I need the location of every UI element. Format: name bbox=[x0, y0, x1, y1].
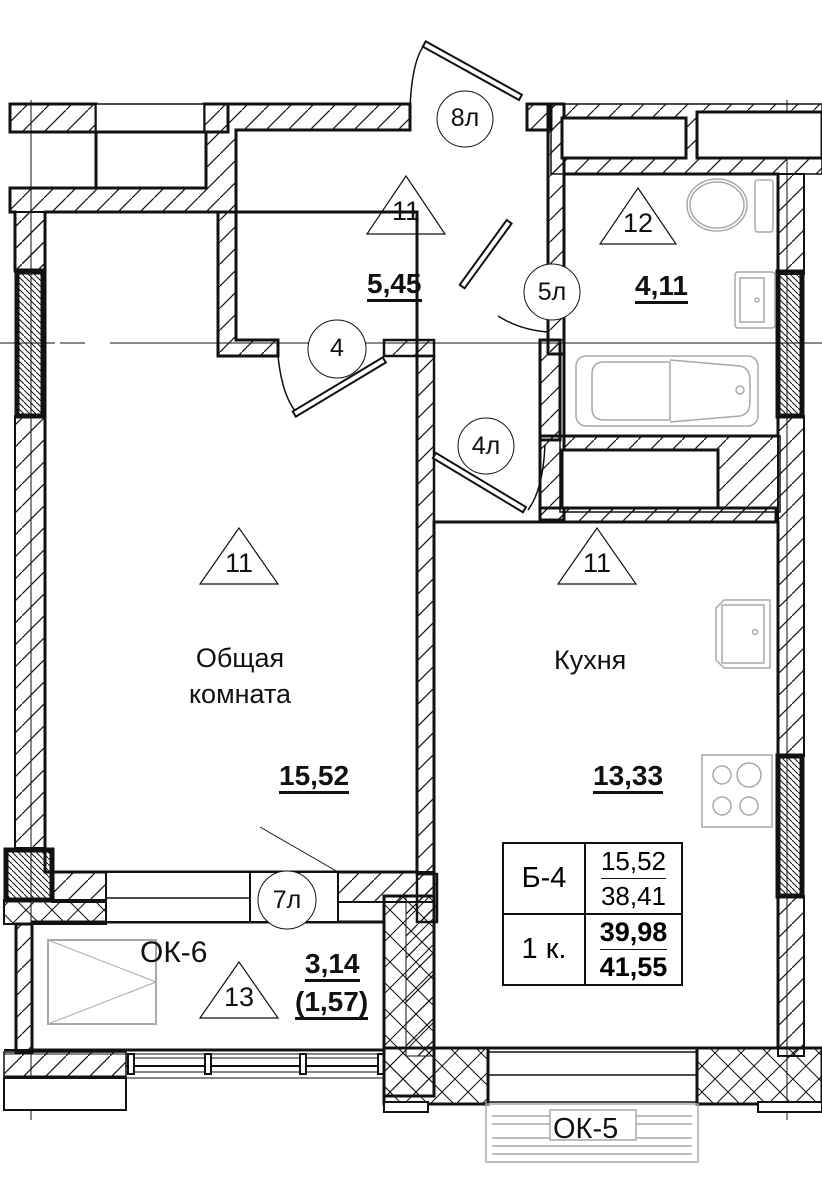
kitchen-balcony-rail bbox=[485, 1103, 699, 1163]
toilet-icon bbox=[686, 178, 774, 233]
bathtub-icon bbox=[575, 355, 759, 427]
area-without-balcony-value: 38,41 bbox=[600, 880, 667, 911]
door-kitchen-swing bbox=[431, 444, 546, 514]
window-tag-ok5: ОК-5 bbox=[553, 1113, 619, 1145]
walls-top-left bbox=[8, 102, 412, 358]
left-exterior-wall bbox=[3, 211, 107, 1054]
window-tag-ok6: ОК-6 bbox=[140, 936, 208, 969]
door-tag-entrance: 8л bbox=[450, 104, 480, 132]
bathroom-finish-code: 12 bbox=[622, 208, 654, 238]
bathroom-outline bbox=[562, 172, 780, 438]
bathroom-area: 4,11 bbox=[635, 272, 688, 304]
living-room-finish-code: 11 bbox=[224, 548, 254, 578]
kitchen-bottom-wall bbox=[382, 1046, 822, 1113]
living-room-name-line2: комната bbox=[188, 679, 292, 709]
living-room-name-line1: Общая bbox=[195, 643, 285, 673]
stove-icon bbox=[701, 754, 773, 828]
loggia-glazing bbox=[3, 1049, 385, 1111]
door-living-swing bbox=[277, 355, 388, 418]
kitchen-area: 13,33 bbox=[593, 762, 664, 794]
finish-triangles bbox=[198, 174, 678, 1019]
loggia-area: 3,14 bbox=[305, 950, 360, 982]
area-stack-top: 15,52 38,41 bbox=[585, 843, 682, 914]
loggia-area-reduced: (1,57) bbox=[295, 988, 369, 1020]
window-symbol-ok6 bbox=[47, 939, 157, 1025]
right-exterior-wall bbox=[775, 173, 805, 1057]
total-area-reduced-value: 39,98 bbox=[599, 915, 668, 950]
living-room-area: 15,52 bbox=[279, 762, 350, 794]
kitchen-sink-icon bbox=[715, 599, 771, 669]
door-tag-kitchen: 4л bbox=[471, 432, 501, 460]
door-tag-circles bbox=[257, 90, 581, 930]
kitchen-outline bbox=[432, 520, 780, 1050]
kitchen-finish-code: 11 bbox=[582, 548, 612, 578]
kitchen-name: Кухня bbox=[554, 645, 627, 675]
door-tag-living: 4 bbox=[330, 334, 344, 362]
door-bathroom-swing bbox=[458, 218, 549, 333]
central-partition bbox=[382, 338, 439, 924]
doors bbox=[259, 40, 549, 873]
door-tag-loggia: 7л bbox=[272, 886, 302, 914]
washbasin-icon bbox=[734, 271, 776, 329]
door-loggia-swing bbox=[259, 826, 339, 873]
hall-area: 5,45 bbox=[367, 270, 422, 302]
fixtures bbox=[575, 178, 776, 828]
door-tag-bathroom: 5л bbox=[537, 278, 567, 306]
rooms-count: 1 к. bbox=[503, 914, 585, 985]
door-entrance-swing bbox=[409, 40, 524, 109]
area-stack-bottom: 39,98 41,55 bbox=[585, 914, 682, 985]
hall-finish-code: 11 bbox=[391, 196, 421, 226]
total-area-full-value: 41,55 bbox=[599, 951, 668, 982]
apartment-summary-table: Б-4 15,52 38,41 1 к. 39,98 41,55 bbox=[502, 842, 683, 986]
living-area-value: 15,52 bbox=[600, 844, 667, 879]
apartment-code: Б-4 bbox=[503, 843, 585, 914]
living-room-name: Общая комната bbox=[160, 640, 320, 712]
loggia-finish-code: 13 bbox=[223, 982, 255, 1012]
ventilation-shafts bbox=[550, 103, 822, 513]
